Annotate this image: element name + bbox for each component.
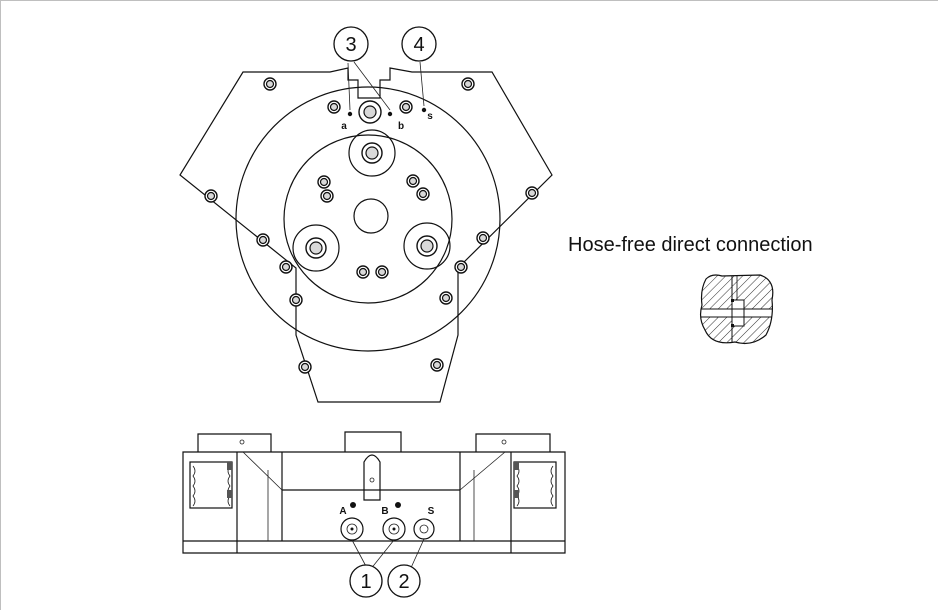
inner-boss xyxy=(283,134,453,304)
side-view: A B S xyxy=(182,431,566,571)
left-fitting xyxy=(292,224,340,272)
port-b-hole xyxy=(387,111,393,117)
side-label-B: B xyxy=(381,506,388,517)
callout-4-label: 4 xyxy=(413,34,424,56)
callout-1: 1 xyxy=(349,564,383,598)
side-port-B xyxy=(382,502,406,541)
top-view-outline xyxy=(179,67,553,403)
detail-caption: Hose-free direct connection xyxy=(568,234,813,256)
detail-view xyxy=(699,274,774,345)
top-fitting xyxy=(348,129,396,177)
callout-2: 2 xyxy=(387,564,421,598)
callout-3-label: 3 xyxy=(345,34,356,56)
bolt-group xyxy=(204,77,539,374)
outer-ring xyxy=(235,86,501,352)
port-label-s: s xyxy=(427,111,433,122)
callout-2-label: 2 xyxy=(398,571,409,593)
callout-1-label: 1 xyxy=(360,571,371,593)
top-center-fitting xyxy=(358,100,382,124)
center-bore xyxy=(353,198,389,234)
port-label-b: b xyxy=(398,121,404,132)
callout-4: 4 xyxy=(401,26,437,62)
port-label-a: a xyxy=(341,121,347,132)
top-view: a b s xyxy=(179,61,553,403)
callout-3: 3 xyxy=(333,26,369,62)
side-label-A: A xyxy=(339,506,346,517)
side-label-S: S xyxy=(428,506,435,517)
port-a-hole xyxy=(347,111,353,117)
port-s-hole xyxy=(421,107,427,113)
side-port-S xyxy=(413,518,435,540)
right-fitting xyxy=(403,222,451,270)
